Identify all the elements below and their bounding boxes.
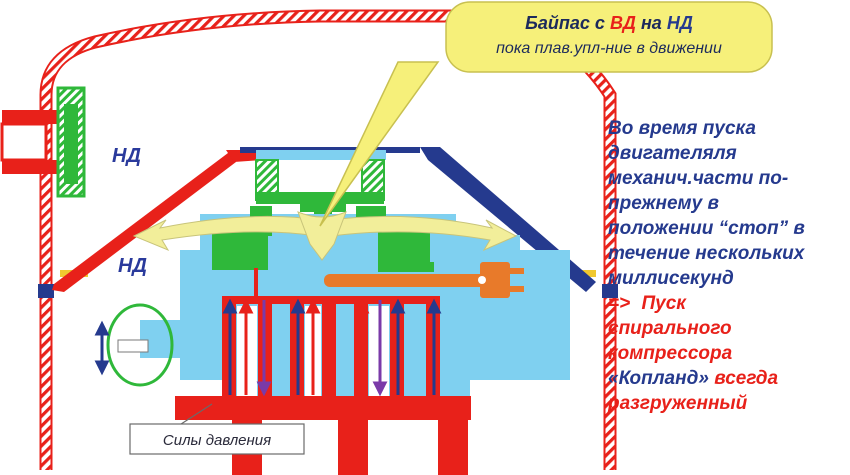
label-low-pressure-upper: НД — [112, 145, 141, 167]
forces-label: Силы давления — [129, 403, 305, 455]
bubble-title: Байпас с ВД на НД — [525, 13, 693, 33]
motion-arrow-icon — [94, 320, 110, 376]
side-line-7: миллисекунд — [608, 268, 734, 289]
side-line-last: разгруженный — [607, 393, 748, 414]
side-line-3: механич.части по- — [608, 168, 788, 189]
side-line-9: спирального — [608, 318, 732, 339]
side-line-6: течение нескольких — [608, 243, 806, 264]
label-low-pressure-lower: НД — [118, 255, 147, 277]
shell-joint-left — [38, 284, 54, 298]
side-line-5: положении “стоп” в — [608, 218, 805, 239]
suction-fitting — [0, 86, 86, 198]
side-line-10: компрессора — [608, 343, 733, 364]
side-line-4: прежнему в — [608, 193, 719, 214]
shaft — [175, 268, 471, 475]
pressure-arrows — [222, 298, 442, 397]
plug-icon — [324, 262, 524, 298]
forces-label-text: Силы давления — [163, 432, 271, 449]
seal-ring — [106, 303, 174, 387]
shell-joint-right — [602, 284, 618, 298]
side-line-arrow: => Пуск — [608, 293, 687, 314]
bypass-callout: Байпас с ВД на НД пока плав.упл-ние в дв… — [319, 1, 773, 227]
side-line-1: Во время пуска — [608, 118, 756, 139]
explanation-text: Во время пуска двигателяля механич.части… — [607, 118, 806, 414]
bubble-subtitle: пока плав.упл-ние в движении — [496, 40, 722, 57]
flow-arrow-icon — [132, 211, 518, 261]
side-line-2: двигателяля — [608, 143, 737, 164]
side-line-brand: «Копланд» всегда — [608, 368, 778, 389]
